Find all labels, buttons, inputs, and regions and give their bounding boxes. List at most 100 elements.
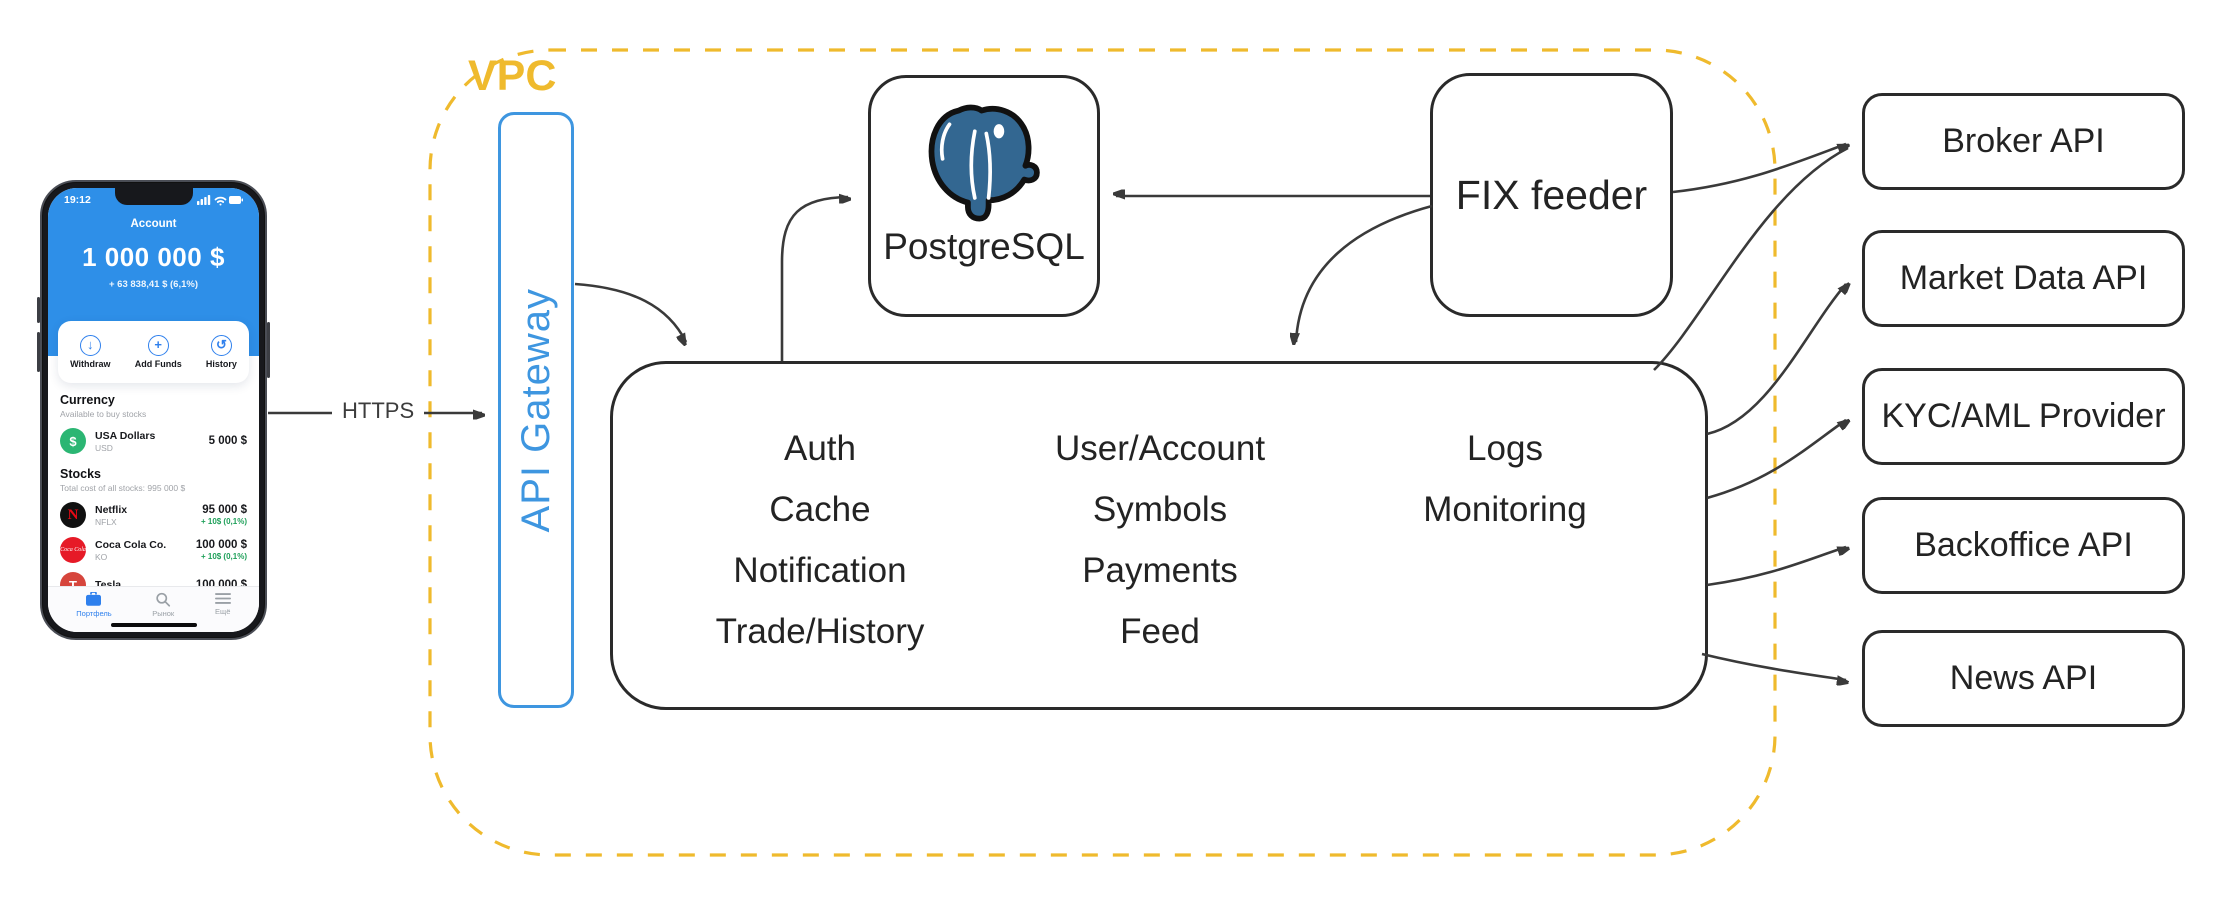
stock-name: Coca Cola Co. [95, 538, 167, 551]
stock-row-tesla[interactable]: T Tesla 100 000 $ [60, 572, 247, 588]
tab-market[interactable]: Рынок [152, 592, 174, 632]
stocks-section-title: Stocks [60, 467, 101, 481]
stock-name: Netflix [95, 503, 128, 516]
account-balance: 1 000 000 $ [82, 242, 225, 272]
cocacola-logo-icon: Coca Cola [60, 537, 86, 563]
arrow-services-to-backoffice [1706, 545, 1846, 587]
backoffice-api-node: Backoffice API [1862, 497, 2185, 594]
stock-name: Tesla [95, 579, 122, 588]
plus-circle-icon: + [147, 335, 169, 356]
kyc-aml-provider-label: KYC/AML Provider [1881, 397, 2166, 435]
tab-portfolio-label: Портфель [76, 609, 112, 618]
broker-api-node: Broker API [1862, 93, 2185, 190]
stock-row-cocacola[interactable]: Coca Cola Coca Cola Co. KO 100 000 $ + 1… [60, 537, 247, 563]
tab-more-label: Ещё [215, 607, 231, 616]
arrow-services-to-kyc [1706, 420, 1846, 500]
arrow-services-to-news [1701, 652, 1846, 680]
withdraw-label: Withdraw [70, 359, 111, 369]
battery-icon [229, 196, 243, 204]
currency-value: 5 000 $ [208, 435, 247, 447]
service-item: Symbols [1092, 490, 1228, 529]
phone-volume-button [37, 297, 40, 323]
stock-row-netflix[interactable]: N Netflix NFLX 95 000 $ + 10$ (0,1%) [60, 502, 247, 528]
stock-ticker: NFLX [95, 516, 117, 527]
arrow-gateway-to-services [574, 282, 686, 342]
stock-ticker: KO [95, 551, 108, 562]
tesla-logo-icon: T [60, 572, 86, 588]
stock-value: 100 000 $ [195, 579, 247, 588]
backoffice-api-label: Backoffice API [1914, 526, 2133, 564]
tab-bar: Портфель Рынок Ещё [48, 586, 259, 632]
kyc-aml-provider-node: KYC/AML Provider [1862, 368, 2185, 465]
page-title: Account [130, 218, 177, 230]
status-time: 19:12 [64, 194, 91, 206]
https-protocol-label: HTTPS [332, 398, 425, 424]
arrow-services-to-broker [1653, 146, 1849, 371]
mobile-app-mockup: 19:12 [37, 180, 270, 640]
search-icon [156, 592, 171, 607]
add-funds-label: Add Funds [134, 359, 182, 369]
phone-power-button [267, 322, 270, 378]
currency-section-title: Currency [60, 393, 115, 407]
arrow-fix-to-broker [1672, 142, 1846, 194]
history-icon: ↺ [210, 335, 232, 356]
service-item: Cache [769, 490, 871, 529]
netflix-logo-icon: N [60, 502, 86, 528]
menu-icon [214, 593, 231, 604]
phone-volume-button [37, 332, 40, 372]
broker-api-label: Broker API [1942, 122, 2105, 160]
currency-ticker: USD [95, 442, 113, 453]
currency-section-subtitle: Available to buy stocks [60, 409, 147, 419]
wifi-icon [214, 196, 227, 206]
arrow-services-to-marketdata [1706, 284, 1846, 436]
stock-value: 100 000 $ [195, 539, 247, 551]
service-item: Notification [733, 551, 907, 590]
service-item: User/Account [1054, 429, 1266, 468]
service-item: Payments [1082, 551, 1238, 590]
postgresql-elephant-icon [928, 104, 1040, 222]
currency-row-usd[interactable]: $ USA Dollars USD 5 000 $ [60, 428, 247, 454]
history-button[interactable]: ↺ History [206, 335, 237, 369]
tab-more[interactable]: Ещё [214, 592, 231, 632]
api-gateway-label: API Gateway [513, 287, 558, 533]
currency-name: USA Dollars [95, 429, 156, 442]
fix-feeder-label: FIX feeder [1455, 171, 1648, 218]
phone-screen: 19:12 [48, 188, 259, 632]
signal-bars-icon [197, 195, 211, 205]
postgresql-node: PostgreSQL [868, 75, 1100, 317]
fix-feeder-node: FIX feeder [1430, 73, 1673, 317]
stock-change: + 10$ (0,1%) [200, 552, 247, 561]
service-item: Trade/History [715, 612, 925, 651]
postgresql-label: PostgreSQL [883, 226, 1085, 267]
history-label: History [205, 359, 237, 369]
withdraw-button[interactable]: ↓ Withdraw [70, 335, 111, 369]
arrow-fix-to-services [1296, 204, 1433, 342]
stock-change: + 10$ (0,1%) [200, 517, 247, 526]
services-column-1: Auth Cache Notification Trade/History [655, 418, 985, 662]
account-lists: Currency Available to buy stocks $ USA D… [48, 393, 259, 588]
api-gateway-node: API Gateway [498, 112, 574, 708]
services-column-3: Logs Monitoring [1340, 418, 1670, 540]
status-bar: 19:12 [48, 188, 259, 206]
market-data-api-node: Market Data API [1862, 230, 2185, 327]
home-indicator [110, 622, 197, 627]
add-funds-button[interactable]: + Add Funds [135, 335, 182, 369]
news-api-label: News API [1949, 659, 2098, 697]
service-item: Feed [1120, 612, 1200, 651]
tab-market-label: Рынок [152, 609, 175, 618]
quick-actions-card: ↓ Withdraw + Add Funds ↺ History [58, 321, 249, 383]
service-item: Monitoring [1423, 490, 1587, 529]
dollar-coin-icon: $ [60, 428, 86, 454]
service-item: Logs [1467, 429, 1543, 468]
arrow-down-circle-icon: ↓ [79, 335, 101, 356]
balance-change: + 63 838,41 $ (6,1%) [109, 279, 198, 290]
vpc-label: VPC [468, 52, 557, 100]
status-icons [197, 195, 243, 206]
market-data-api-label: Market Data API [1899, 259, 2148, 297]
arrow-services-to-postgres [780, 197, 848, 361]
briefcase-icon [86, 592, 102, 606]
stock-value: 95 000 $ [202, 504, 247, 516]
service-item: Auth [784, 429, 856, 468]
tab-portfolio[interactable]: Портфель [76, 592, 112, 632]
